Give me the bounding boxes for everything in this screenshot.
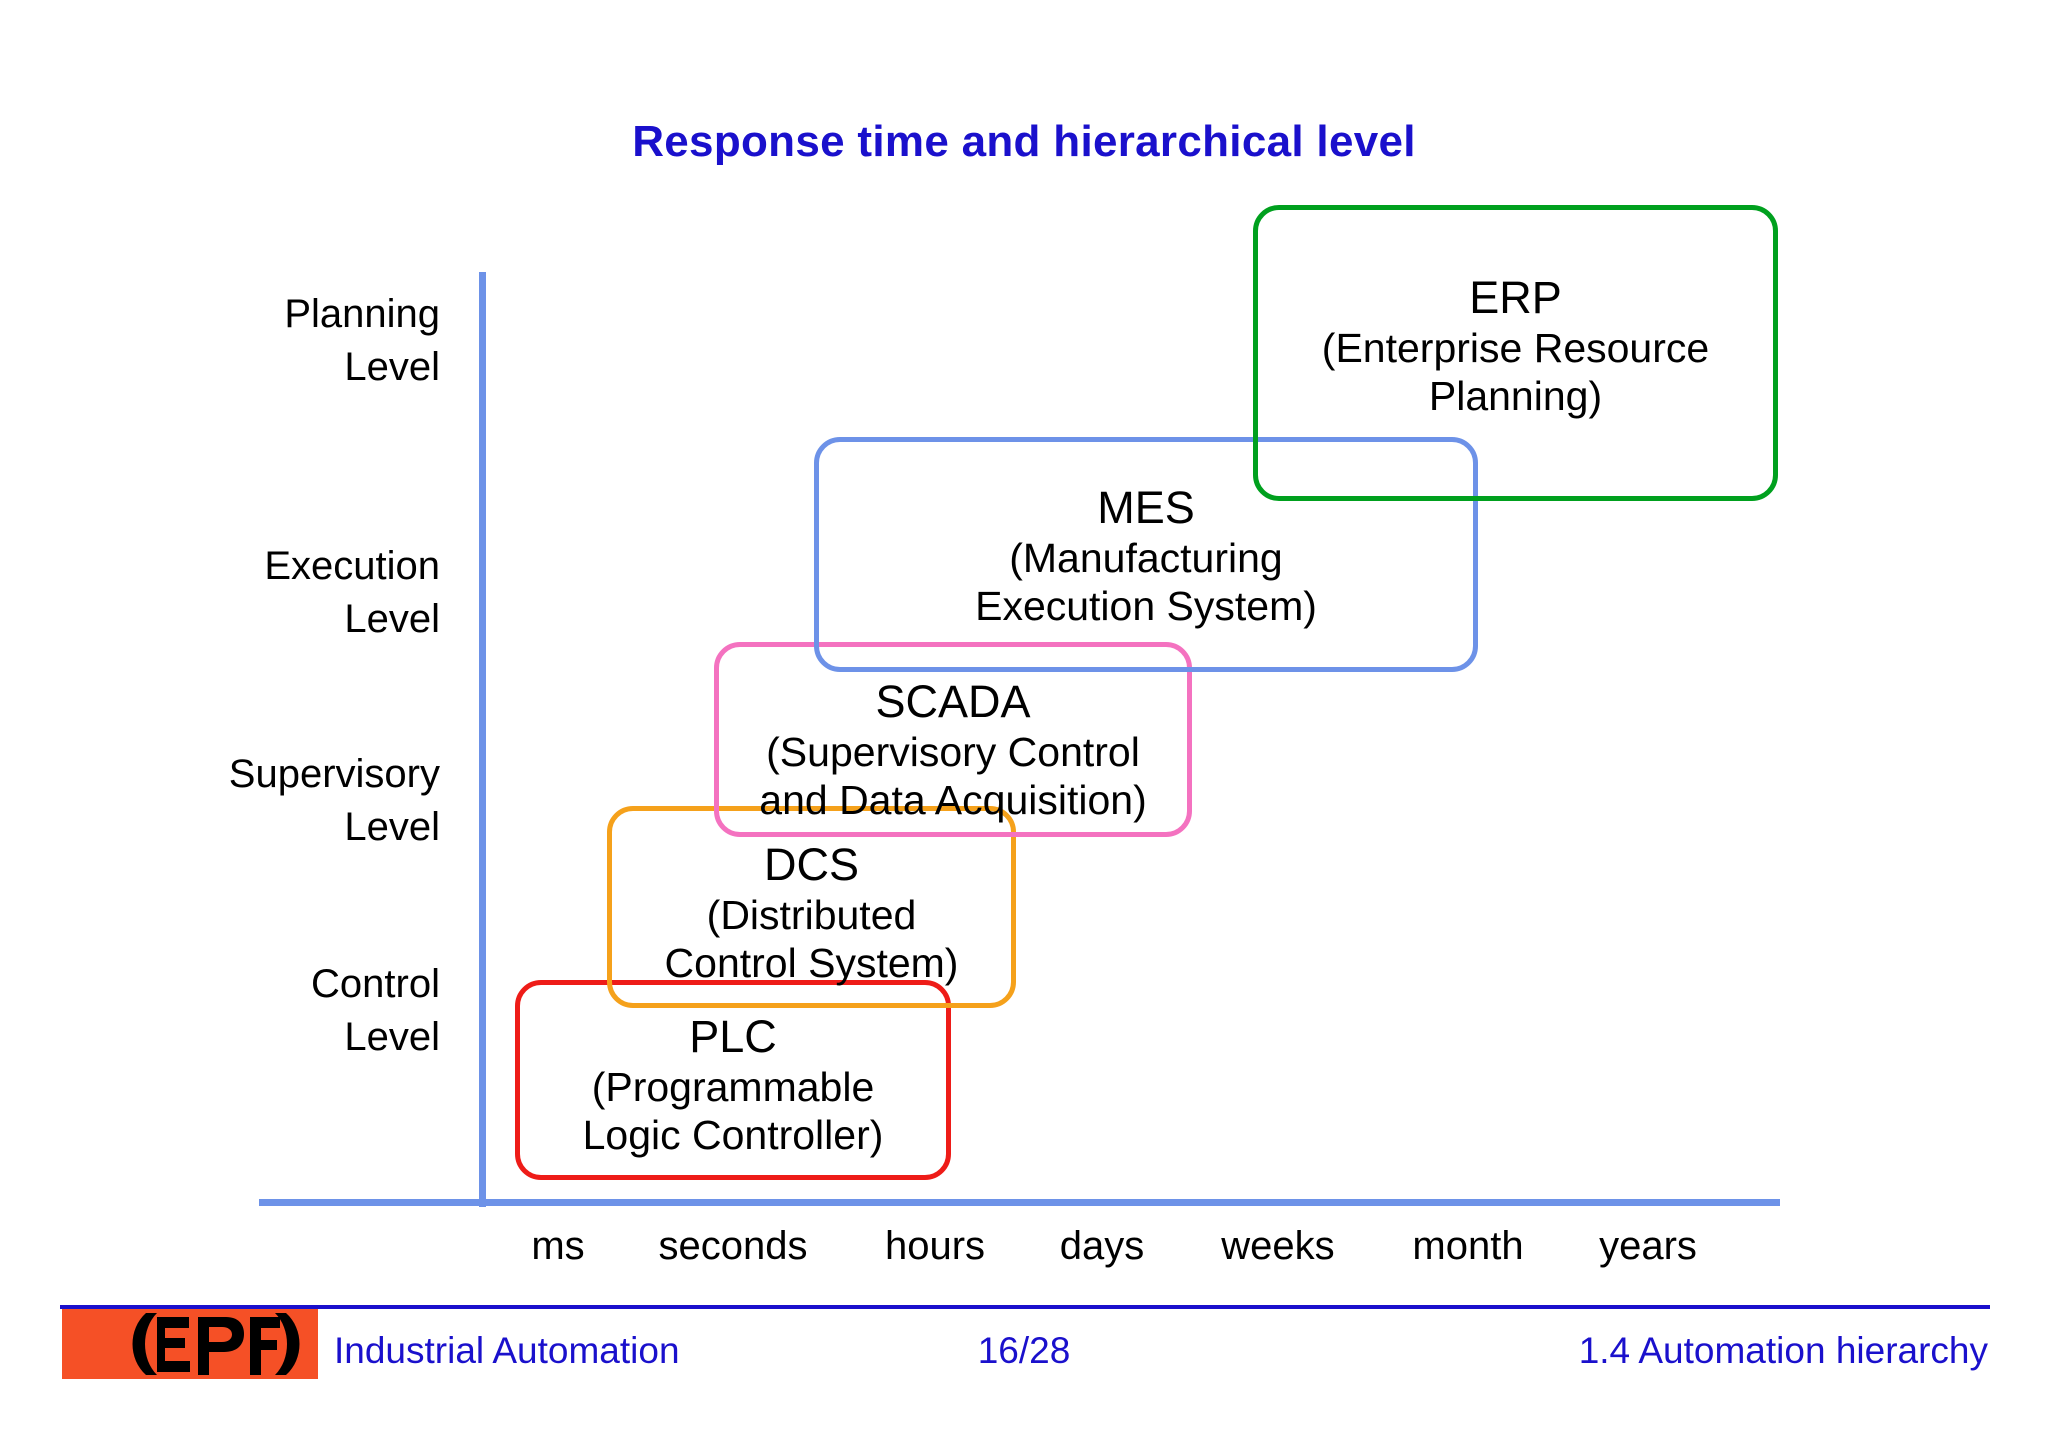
y-axis-label-planning-level: Planning Level [284, 292, 440, 389]
hierarchy-diagram: Planning Level Execution Level Superviso… [228, 205, 1780, 1268]
layer-title-scada: SCADA [875, 676, 1031, 727]
layer-box-plc[interactable]: PLC (Programmable Logic Controller) [515, 980, 951, 1180]
layer-box-erp[interactable]: ERP (Enterprise Resource Planning) [1253, 205, 1778, 501]
y-axis-label-control-level: Control Level [311, 962, 440, 1059]
x-axis-tick-ms: ms [531, 1224, 585, 1268]
footer-divider [60, 1305, 1990, 1309]
y-axis-label-supervisory-level: Supervisory Level [228, 752, 440, 849]
layer-title-erp: ERP [1469, 272, 1562, 323]
layer-box-mes[interactable]: MES (Manufacturing Execution System) [814, 437, 1478, 672]
layer-subtitle-mes: (Manufacturing Execution System) [975, 535, 1317, 629]
x-axis-line [259, 1199, 1780, 1206]
x-axis-tick-years: years [1599, 1224, 1697, 1268]
x-axis-tick-days: days [1059, 1224, 1145, 1268]
page-title: Response time and hierarchical level [632, 117, 1416, 166]
slide-footer: Industrial Automation 16/28 1.4 Automati… [0, 1296, 2048, 1449]
epfl-logo [62, 1309, 318, 1379]
layer-title-dcs: DCS [763, 839, 859, 890]
layer-box-scada[interactable]: SCADA (Supervisory Control and Data Acqu… [714, 642, 1192, 837]
x-axis-tick-weeks: weeks [1221, 1224, 1335, 1268]
x-axis-tick-month: month [1412, 1224, 1524, 1268]
y-axis-line [479, 272, 486, 1207]
footer-section-title: 1.4 Automation hierarchy [1578, 1330, 1988, 1371]
layer-subtitle-plc: (Programmable Logic Controller) [582, 1064, 884, 1158]
x-axis-tick-seconds: seconds [658, 1224, 808, 1268]
layer-box-dcs[interactable]: DCS (Distributed Control System) [607, 806, 1016, 1008]
y-axis-label-execution-level: Execution Level [264, 544, 440, 641]
footer-course-title: Industrial Automation [334, 1330, 680, 1371]
epfl-logo-icon [132, 1313, 300, 1375]
layer-title-plc: PLC [689, 1011, 777, 1062]
x-axis-tick-hours: hours [884, 1224, 986, 1268]
footer-page-number: 16/28 [977, 1330, 1071, 1371]
layer-subtitle-dcs: (Distributed Control System) [664, 892, 959, 986]
layer-subtitle-scada: (Supervisory Control and Data Acquisitio… [759, 729, 1147, 823]
layer-title-mes: MES [1097, 482, 1195, 533]
layer-subtitle-erp: (Enterprise Resource Planning) [1321, 325, 1710, 419]
